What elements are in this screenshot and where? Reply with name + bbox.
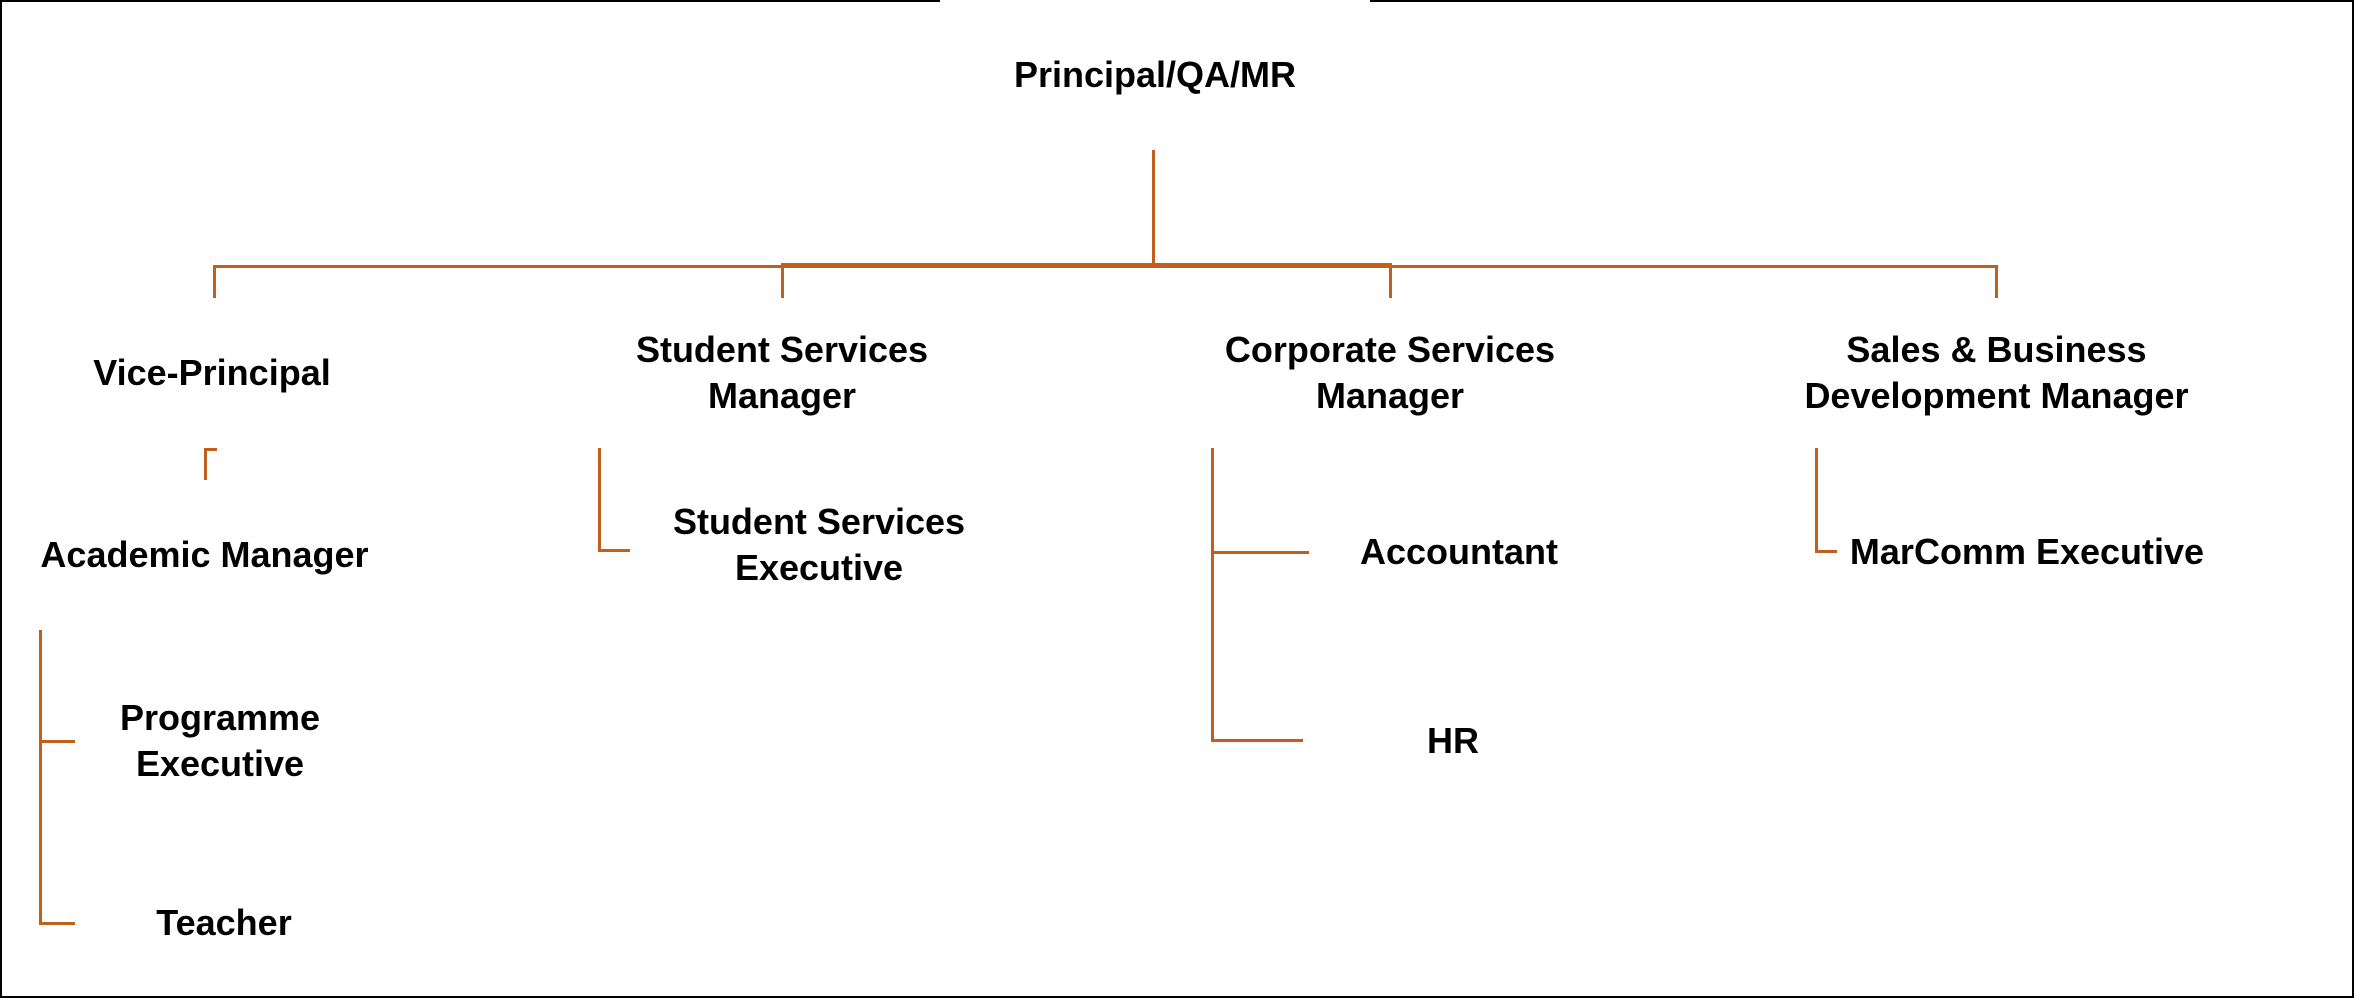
node-vice-principal: Vice-Principal xyxy=(2,298,422,448)
node-corporate-services-manager: Corporate Services Manager xyxy=(1180,298,1600,448)
teacher-branch-line-h xyxy=(39,922,75,925)
node-principal-label: Principal/QA/MR xyxy=(1013,54,1297,95)
node-accountant: Accountant xyxy=(1309,477,1609,627)
sales-branch-line-h xyxy=(1815,550,1837,553)
corporate-services-drop-line xyxy=(1389,265,1392,298)
frame-bottom xyxy=(0,996,2354,998)
student-branch-line-v xyxy=(598,448,601,552)
root-drop-line xyxy=(1152,150,1155,267)
node-student-services-manager: Student Services Manager xyxy=(573,298,991,448)
vice-principal-drop-line xyxy=(213,265,216,298)
academic-branch-line-v xyxy=(39,630,42,925)
vice-principal-to-academic-line-v xyxy=(204,448,207,480)
node-teacher-label: Teacher xyxy=(156,902,292,943)
node-academic-manager-label: Academic Manager xyxy=(40,534,369,575)
node-marcomm-executive: MarComm Executive xyxy=(1837,477,2217,627)
node-marcomm-executive-label: MarComm Executive xyxy=(1849,531,2205,572)
node-vice-principal-label: Vice-Principal xyxy=(93,352,331,393)
manager-bus-line xyxy=(213,265,1998,268)
node-student-services-executive: Student Services Executive xyxy=(630,470,1008,620)
hr-branch-line-h xyxy=(1211,739,1303,742)
node-corporate-services-manager-label: Corporate Services Manager xyxy=(1224,329,1556,416)
node-hr: HR xyxy=(1303,666,1603,816)
node-student-services-manager-label: Student Services Manager xyxy=(635,329,929,416)
center-bus-line xyxy=(781,263,1392,266)
accountant-branch-line-h xyxy=(1211,551,1309,554)
node-sales-manager-label: Sales & Business Development Manager xyxy=(1804,329,2189,416)
sales-drop-line xyxy=(1995,265,1998,298)
node-programme-executive-label: Programme Executive xyxy=(119,697,321,784)
node-hr-label: HR xyxy=(1427,720,1479,761)
node-programme-executive: Programme Executive xyxy=(75,666,365,816)
vice-principal-to-academic-line-h xyxy=(205,448,217,451)
node-student-services-executive-label: Student Services Executive xyxy=(672,501,966,588)
frame-top-right xyxy=(1370,0,2354,2)
student-branch-line-h xyxy=(598,549,630,552)
frame-left xyxy=(0,0,2,998)
student-services-drop-line xyxy=(781,265,784,298)
node-principal: Principal/QA/MR xyxy=(940,0,1370,150)
sales-branch-line-v xyxy=(1815,448,1818,553)
node-teacher: Teacher xyxy=(75,850,373,996)
corporate-branch-line-v xyxy=(1211,448,1214,742)
frame-right xyxy=(2352,0,2354,998)
node-academic-manager: Academic Manager xyxy=(2,480,407,630)
programme-branch-line-h xyxy=(39,740,75,743)
frame-top-left xyxy=(0,0,940,2)
node-accountant-label: Accountant xyxy=(1360,531,1558,572)
node-sales-manager: Sales & Business Development Manager xyxy=(1770,298,2223,448)
